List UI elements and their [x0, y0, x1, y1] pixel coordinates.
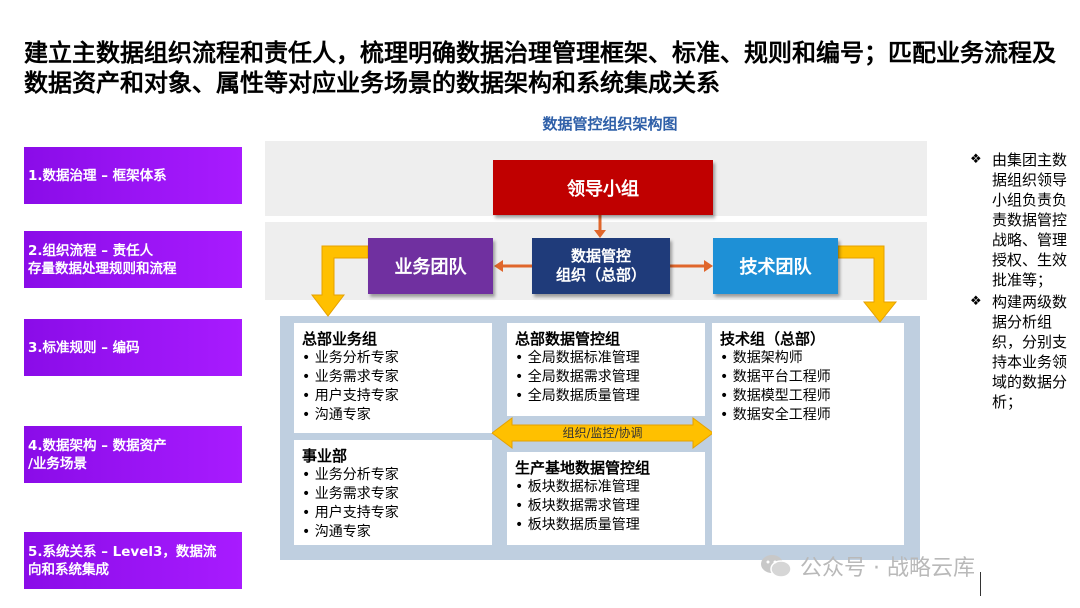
panel-title: 总部业务组 [302, 330, 378, 348]
diamond-bullet-icon: ❖ [970, 152, 982, 167]
tech-group-panel: 技术组（总部） 数据架构师 数据平台工程师 数据模型工程师 数据安全工程师 [712, 323, 904, 545]
panel-list: 业务分析专家 业务需求专家 用户支持专家 沟通专家 [302, 349, 484, 425]
list-item: 全局数据需求管理 [515, 368, 697, 387]
list-item: 全局数据标准管理 [515, 349, 697, 368]
list-item: 沟通专家 [302, 523, 484, 542]
list-item: 用户支持专家 [302, 387, 484, 406]
diagram-title: 数据管控组织架构图 [542, 115, 678, 133]
panel-title: 总部数据管控组 [515, 330, 621, 348]
list-item: 数据模型工程师 [720, 387, 896, 406]
list-item: 全局数据质量管理 [515, 387, 697, 406]
business-team-box: 业务团队 [368, 238, 493, 294]
list-item: 数据安全工程师 [720, 406, 896, 425]
list-item: 板块数据标准管理 [515, 478, 697, 497]
panel-list: 数据架构师 数据平台工程师 数据模型工程师 数据安全工程师 [720, 349, 896, 425]
note-item: ❖ 构建两级数据分析组织，分别支持本业务领域的数据分析； [970, 292, 1075, 412]
panel-title: 生产基地数据管控组 [515, 459, 651, 477]
leader-box: 领导小组 [493, 160, 713, 215]
panel-list: 业务分析专家 业务需求专家 用户支持专家 沟通专家 [302, 466, 484, 542]
list-item: 数据架构师 [720, 349, 896, 368]
step-5: 5.系统关系 – Level3，数据流 向和系统集成 [24, 532, 242, 589]
list-item: 业务需求专家 [302, 368, 484, 387]
list-item: 板块数据需求管理 [515, 497, 697, 516]
note-text: 由集团主数据组织领导小组负责负责数据管控战略、管理授权、生效批准等； [992, 151, 1068, 289]
wechat-icon [761, 555, 792, 578]
note-item: ❖ 由集团主数据组织领导小组负责负责数据管控战略、管理授权、生效批准等； [970, 150, 1075, 290]
right-arrow-head [704, 260, 713, 272]
step-4: 4.数据架构 – 数据资产 /业务场景 [24, 426, 242, 483]
coordination-label: 组织/监控/协调 [562, 426, 643, 440]
list-item: 沟通专家 [302, 406, 484, 425]
business-down-arrow [310, 245, 369, 317]
step-3: 3.标准规则 – 编码 [24, 319, 242, 376]
center-box: 数据管控 组织（总部） [532, 238, 670, 294]
hq-business-panel: 总部业务组 业务分析专家 业务需求专家 用户支持专家 沟通专家 [294, 323, 492, 433]
notes-panel: ❖ 由集团主数据组织领导小组负责负责数据管控战略、管理授权、生效批准等； ❖ 构… [970, 150, 1075, 414]
list-item: 用户支持专家 [302, 504, 484, 523]
business-unit-panel: 事业部 业务分析专家 业务需求专家 用户支持专家 沟通专家 [294, 440, 492, 545]
hq-data-panel: 总部数据管控组 全局数据标准管理 全局数据需求管理 全局数据质量管理 [507, 323, 705, 416]
headline: 建立主数据组织流程和责任人，梳理明确数据治理管理框架、标准、规则和编号；匹配业务… [24, 39, 1056, 97]
left-arrow-head [494, 260, 503, 272]
step-1: 1.数据治理 – 框架体系 [24, 147, 242, 204]
panel-title: 事业部 [302, 447, 348, 465]
diamond-bullet-icon: ❖ [970, 294, 982, 309]
list-item: 业务分析专家 [302, 466, 484, 485]
list-item: 业务需求专家 [302, 485, 484, 504]
tech-down-arrow [837, 245, 898, 323]
base-data-panel: 生产基地数据管控组 板块数据标准管理 板块数据需求管理 板块数据质量管理 [507, 452, 705, 545]
step-2: 2.组织流程 – 责任人 存量数据处理规则和流程 [24, 231, 242, 288]
text-cursor [980, 572, 981, 596]
panel-title: 技术组（总部） [720, 330, 826, 348]
down-arrow-head [594, 230, 606, 238]
list-item: 业务分析专家 [302, 349, 484, 368]
tech-team-box: 技术团队 [713, 238, 838, 294]
note-text: 构建两级数据分析组织，分别支持本业务领域的数据分析； [992, 293, 1068, 411]
list-item: 数据平台工程师 [720, 368, 896, 387]
watermark: 公众号 · 战略云库 [760, 550, 975, 582]
panel-list: 全局数据标准管理 全局数据需求管理 全局数据质量管理 [515, 349, 697, 406]
list-item: 板块数据质量管理 [515, 516, 697, 535]
panel-list: 板块数据标准管理 板块数据需求管理 板块数据质量管理 [515, 478, 697, 535]
watermark-text: 公众号 · 战略云库 [800, 556, 975, 581]
